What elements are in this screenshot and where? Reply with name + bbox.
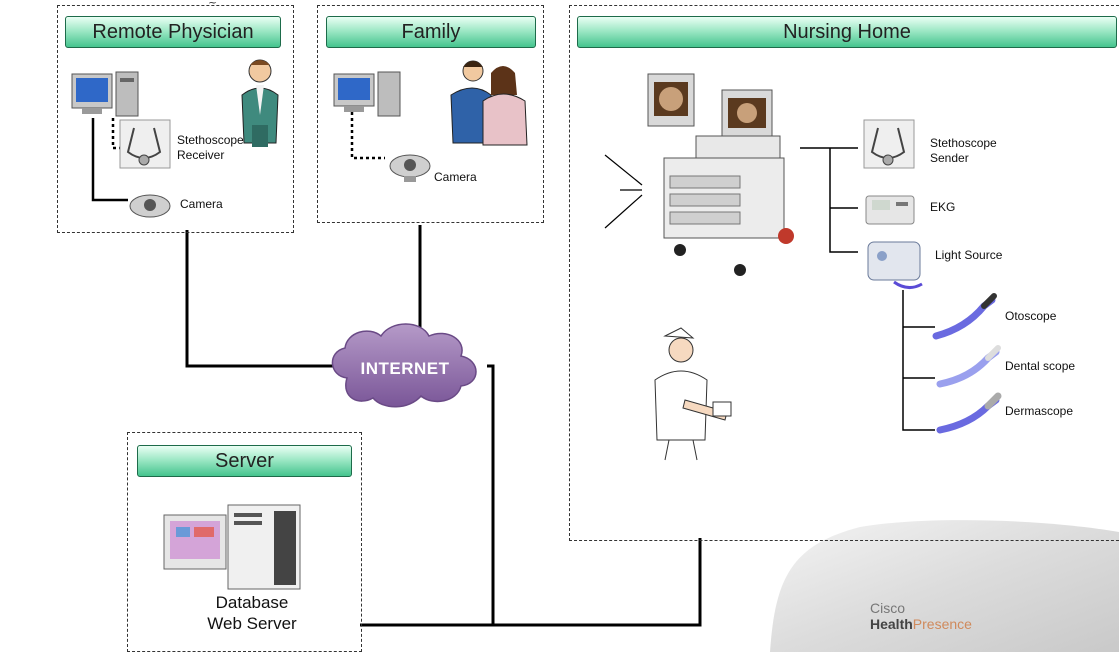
doctor-figure-icon — [241, 59, 279, 147]
otoscope-icon — [932, 293, 997, 340]
server-title: Server — [137, 445, 352, 477]
brand-health: Health — [870, 616, 913, 632]
stethoscope-receiver-label: Stethoscope Receiver — [177, 133, 244, 162]
remote-physician-box — [57, 5, 294, 233]
physician-internet-link — [185, 230, 340, 368]
light-source-icon — [867, 241, 923, 289]
dental-scope-icon — [936, 345, 1001, 388]
stethoscope-sender-label: Stethoscope Sender — [930, 136, 997, 165]
ekg-label: EKG — [930, 200, 956, 214]
nursing-home-box — [569, 5, 1119, 541]
physician-camera-label: Camera — [180, 197, 223, 211]
computer-icon — [71, 71, 139, 117]
dermascope-icon — [936, 392, 1002, 434]
physician-camera-icon — [129, 194, 171, 218]
family-computer-icon — [333, 71, 401, 117]
family-camera-icon — [389, 154, 431, 182]
server-nursing-link — [360, 538, 702, 627]
family-title: Family — [326, 16, 536, 48]
nurse-figure-icon — [654, 327, 732, 461]
brand-presence: Presence — [912, 616, 972, 632]
internet-server-link — [487, 364, 495, 625]
server-label-line1: Database — [215, 593, 289, 612]
brand-line-1: Cisco — [870, 600, 906, 616]
signature-scribble: ~ — [208, 0, 218, 9]
dental-scope-label: Dental scope — [1005, 359, 1076, 373]
server-label-line2: Web Server — [207, 614, 297, 633]
dermascope-label: Dermascope — [1005, 404, 1074, 418]
physician-camera-link — [91, 118, 128, 202]
physician-stethoscope-link — [111, 118, 128, 150]
internet-label: INTERNET — [361, 359, 450, 378]
remote-physician-title: Remote Physician — [65, 16, 281, 48]
stethoscope-sender-icon — [863, 119, 915, 169]
family-camera-link — [350, 112, 385, 160]
stethoscope-receiver-icon — [119, 119, 171, 169]
family-box — [317, 5, 544, 223]
light-source-label: Light Source — [935, 248, 1003, 262]
ekg-icon — [865, 195, 915, 225]
family-figures-icon — [450, 60, 528, 146]
telehealth-cart-icon — [647, 73, 794, 276]
otoscope-label: Otoscope — [1005, 309, 1057, 323]
brand-line-2: HealthPresence — [870, 617, 972, 631]
family-camera-label: Camera — [434, 170, 477, 184]
internet-cloud: INTERNET — [331, 323, 477, 408]
server-hardware-icon — [163, 504, 301, 590]
nursing-home-title: Nursing Home — [577, 16, 1117, 48]
